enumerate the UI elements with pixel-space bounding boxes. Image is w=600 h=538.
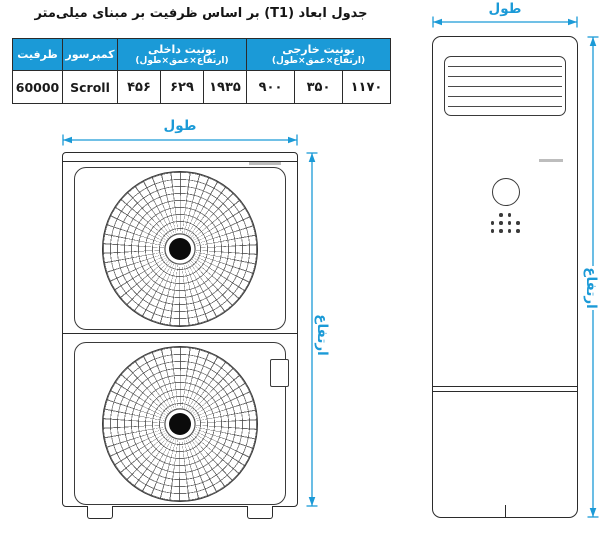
fan-hub-bottom	[169, 412, 191, 435]
indoor-unit-header-subtitle: (ارتفاع×عمق×طول)	[135, 55, 229, 66]
outdoor-divider-seam	[63, 333, 297, 334]
indoor-bottom-seam-tick	[505, 505, 507, 517]
button-row	[433, 221, 577, 225]
outdoor-unit-drawing	[62, 152, 298, 519]
indoor-dim-1: ۴۵۶	[117, 70, 161, 104]
indoor-louver-panel	[444, 56, 566, 116]
capacity-header: ظرفیت	[12, 38, 63, 71]
fan-grille-bottom	[74, 342, 286, 505]
outdoor-unit-header-subtitle: (ارتفاع×عمق×طول)	[271, 55, 366, 66]
fan-hub-top	[169, 237, 191, 260]
indoor-brand-mark	[539, 159, 563, 162]
outdoor-length-arrow-icon	[62, 134, 298, 146]
outdoor-dim-1: ۹۰۰	[246, 70, 295, 104]
indoor-dim-2: ۶۲۹	[160, 70, 204, 104]
indoor-seam-upper	[433, 386, 577, 387]
outdoor-unit-header-title: یونیت خارجی	[282, 42, 355, 56]
indoor-height-label: ارتفاع	[583, 266, 599, 310]
capacity-value: 60000	[12, 70, 63, 104]
dimensions-table: ظرفیت کمپرسور یونیت داخلی (ارتفاع×عمق×طو…	[12, 38, 391, 104]
indoor-dim-3: ۱۹۳۵	[203, 70, 247, 104]
outdoor-top-seam	[63, 161, 297, 162]
page-title: جدول ابعاد (T1) بر اساس ظرفیت بر مبنای م…	[34, 6, 368, 21]
indoor-button-grid	[433, 213, 577, 237]
outdoor-height-arrow-icon	[306, 152, 318, 507]
indoor-unit-header: یونیت داخلی (ارتفاع×عمق×طول)	[117, 38, 247, 71]
compressor-value: Scroll	[62, 70, 118, 104]
outdoor-unit-header: یونیت خارجی (ارتفاع×عمق×طول)	[246, 38, 391, 71]
outdoor-dim-3: ۱۱۷۰	[342, 70, 391, 104]
button-row	[433, 229, 577, 233]
button-row	[433, 213, 577, 217]
indoor-display-dial	[492, 178, 520, 206]
indoor-length-arrow-icon	[432, 16, 578, 28]
compressor-header: کمپرسور	[62, 38, 118, 71]
indoor-length-label: طول	[488, 1, 522, 17]
indoor-unit-header-title: یونیت داخلی	[147, 42, 217, 56]
indoor-unit-drawing	[432, 36, 578, 518]
indoor-seam-lower	[433, 391, 577, 392]
outdoor-height-label: ارتفاع	[314, 314, 330, 356]
outdoor-dim-2: ۳۵۰	[294, 70, 343, 104]
outdoor-length-label: طول	[163, 118, 197, 134]
table-header-row: ظرفیت کمپرسور یونیت داخلی (ارتفاع×عمق×طو…	[12, 38, 391, 71]
louver-slats	[448, 57, 562, 115]
table-row: 60000 Scroll ۴۵۶ ۶۲۹ ۱۹۳۵ ۹۰۰ ۳۵۰ ۱۱۷۰	[12, 70, 391, 104]
outdoor-access-panel	[270, 359, 289, 387]
outdoor-foot-right	[247, 506, 273, 519]
outdoor-foot-left	[87, 506, 113, 519]
fan-grille-top	[74, 167, 286, 330]
outdoor-brand-mark	[249, 162, 281, 165]
